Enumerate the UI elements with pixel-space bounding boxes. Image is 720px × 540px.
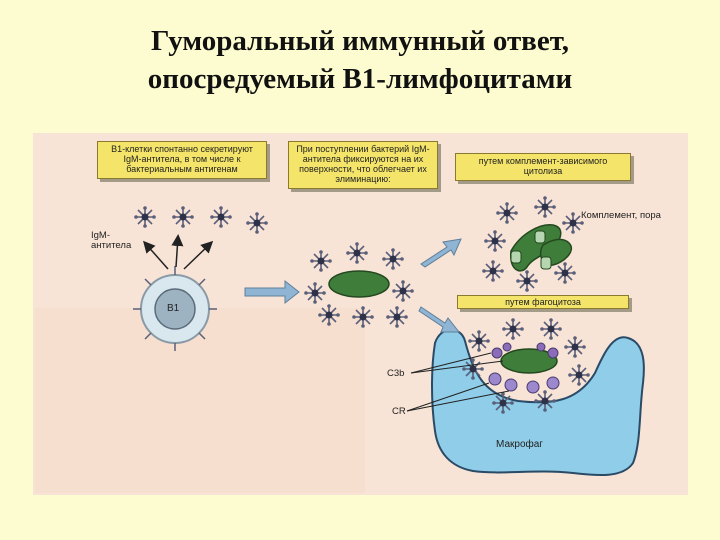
igm-antibody xyxy=(540,318,562,340)
igm-antibody xyxy=(172,206,194,228)
igm-antibody xyxy=(568,364,590,386)
igm-antibody xyxy=(534,196,556,218)
bacterium xyxy=(329,271,389,297)
flow-arrow-3 xyxy=(419,307,459,332)
info-box-bacteria-fixation: При поступлении бактерий IgM-антитела фи… xyxy=(288,141,438,189)
c3b-label: C3b xyxy=(387,369,404,379)
complement-label: Комплемент, пора xyxy=(581,211,661,221)
igm-antibody xyxy=(134,206,156,228)
title-line-1: Гуморальный иммунный ответ, xyxy=(0,22,720,60)
igm-label: IgM-антитела xyxy=(91,231,149,251)
igm-antibody xyxy=(564,336,586,358)
cr-label: CR xyxy=(392,407,406,417)
complement-pore xyxy=(535,231,545,243)
igm-antibody xyxy=(502,318,524,340)
info-box-complement-lysis: путем комплемент-зависимого цитолиза xyxy=(455,153,631,181)
complement-pore xyxy=(511,251,521,263)
secretion-arrow-right xyxy=(184,243,211,269)
igm-antibody xyxy=(386,306,408,328)
igm-antibody xyxy=(304,282,326,304)
info-box-phagocytosis: путем фагоцитоза xyxy=(457,295,629,309)
lower-left-panel xyxy=(35,308,365,493)
b1-label: B1 xyxy=(167,304,179,314)
flow-arrow-2 xyxy=(421,239,461,267)
cr-receptors xyxy=(489,373,559,393)
info-box-b1-secretion: В1-клетки спонтанно секретируют IgM-анти… xyxy=(97,141,267,179)
igm-antibody xyxy=(392,280,414,302)
igm-antibody xyxy=(482,260,504,282)
igm-antibody xyxy=(516,270,538,292)
igm-antibody xyxy=(346,242,368,264)
flow-arrow-1 xyxy=(245,281,299,303)
igm-antibody xyxy=(246,212,268,234)
igm-antibody xyxy=(468,330,490,352)
igm-antibody xyxy=(484,230,506,252)
macrophage-label: Макрофаг xyxy=(496,440,543,450)
igm-antibody xyxy=(496,202,518,224)
igm-antibody xyxy=(554,262,576,284)
secretion-arrow-mid xyxy=(176,237,178,267)
igm-antibody xyxy=(310,250,332,272)
diagram-figure: В1-клетки спонтанно секретируют IgM-анти… xyxy=(33,133,688,495)
complement-pore xyxy=(541,257,551,269)
title-line-2: опосредуемый В1-лимфоцитами xyxy=(0,60,720,98)
slide-title: Гуморальный иммунный ответ, опосредуемый… xyxy=(0,22,720,98)
igm-antibody xyxy=(210,206,232,228)
igm-antibody xyxy=(382,248,404,270)
